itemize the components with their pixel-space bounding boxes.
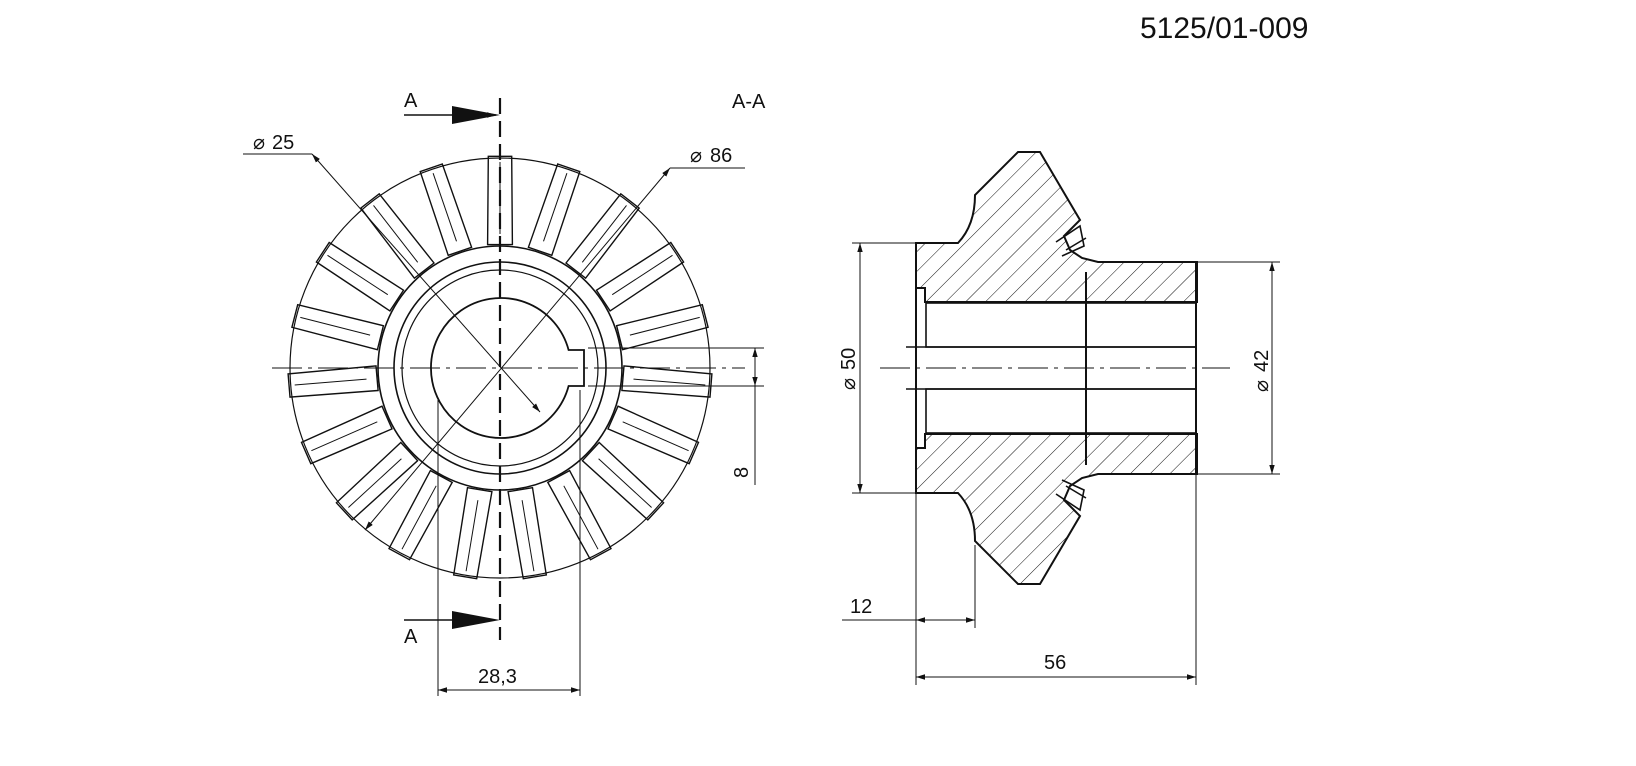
dim-56-value: 56 — [1044, 652, 1066, 674]
dim-12-value: 12 — [850, 596, 872, 618]
dim-25-line — [311, 153, 541, 413]
section-arrow-bottom-head — [452, 611, 500, 629]
front-view: A A ⌀ 25 ⌀ 86 28,3 8 — [243, 90, 764, 696]
gear-tooth-groove — [521, 500, 535, 572]
section-title: A-A — [732, 91, 766, 113]
gear-tooth-groove — [401, 485, 437, 550]
gear-tooth-groove — [432, 173, 457, 242]
gear-tooth-groove — [622, 421, 689, 452]
dim-50-value: 50 — [838, 348, 860, 370]
section-arrow-top-head — [452, 106, 500, 124]
dim-86-symbol: ⌀ — [690, 145, 702, 167]
drawing-number: 5125/01-009 — [1140, 12, 1309, 45]
dim-28-value: 28,3 — [478, 666, 517, 688]
gear-tooth-groove — [633, 378, 706, 386]
section-body-lower — [915, 433, 1198, 585]
section-mark-bottom: A — [404, 626, 418, 648]
tooth-detail-upper — [1055, 224, 1087, 257]
section-body-upper — [915, 151, 1198, 303]
section-view: A-A ⌀ 50 ⌀ 42 — [732, 91, 1280, 685]
dim-50-symbol: ⌀ — [838, 378, 860, 390]
gear-tooth-groove — [294, 378, 367, 386]
section-mark-top: A — [404, 90, 418, 112]
dim-25-symbol: ⌀ — [253, 132, 265, 154]
gear-tooth-groove — [543, 173, 568, 242]
dim-86-line — [364, 167, 671, 531]
dim-42-symbol: ⌀ — [1251, 380, 1273, 392]
dim-86-value: 86 — [710, 145, 732, 167]
bore-lower — [925, 388, 1197, 434]
gear-tooth-groove — [465, 500, 479, 572]
tooth-detail-lower — [1055, 479, 1087, 512]
dim-42-value: 42 — [1251, 350, 1273, 372]
gear-tooth-groove — [563, 485, 599, 550]
dim-25-value: 25 — [272, 132, 294, 154]
gear-tooth-groove — [311, 421, 378, 452]
dim-8-value: 8 — [731, 467, 753, 478]
bore-upper — [925, 302, 1197, 348]
